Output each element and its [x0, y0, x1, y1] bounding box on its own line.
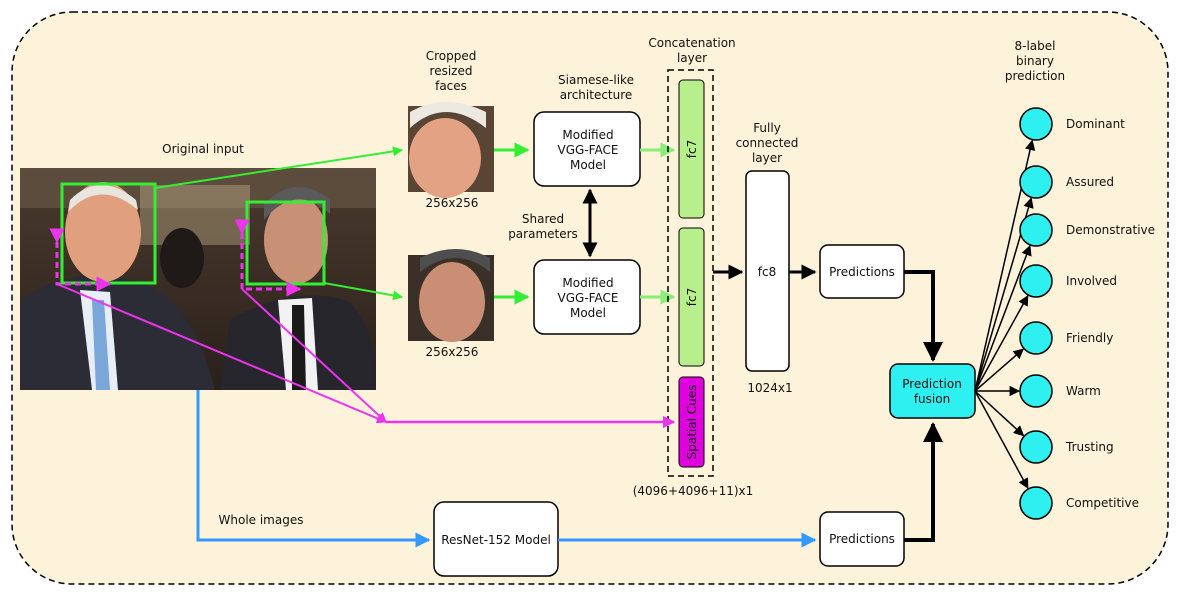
resnet-label: ResNet-152 Model: [441, 533, 551, 547]
fc7-block-top: [678, 79, 705, 219]
fc-label-1: Fully: [753, 121, 781, 135]
output-arrow: [974, 244, 1032, 392]
cropped-label-1: Cropped: [426, 49, 477, 63]
vgg-bottom-line-2: VGG-FACE: [558, 291, 619, 305]
arrow-spatial-left: [56, 283, 387, 424]
arrow-spatial-right: [241, 288, 387, 423]
output-label: Dominant: [1066, 117, 1125, 131]
vgg-bottom-line-1: Modified: [562, 276, 613, 290]
output-nodes: DominantAssuredDemonstrativeInvolvedFrie…: [974, 107, 1155, 520]
original-input-label: Original input: [162, 142, 244, 156]
spatial-cues-block: [678, 376, 705, 468]
predictions-top-label: Predictions: [829, 265, 895, 279]
vgg-bottom-line-3: Model: [570, 306, 606, 320]
output-label: Friendly: [1066, 331, 1113, 345]
arrow-predictions-top-to-fusion: [904, 270, 943, 362]
concat-dim-label: (4096+4096+11)x1: [633, 484, 754, 498]
fc8-dim-label: 1024x1: [747, 381, 792, 395]
fc-label-3: layer: [752, 151, 782, 165]
eight-label-3: prediction: [1005, 69, 1065, 83]
output-arrow: [974, 294, 1029, 392]
output-node: [1019, 165, 1053, 199]
fusion-line-1: Prediction: [902, 377, 962, 391]
output-arrow: [974, 390, 1029, 489]
prediction-fusion-box: [889, 363, 976, 419]
shared-label-1: Shared: [522, 212, 564, 226]
arrow-whole-image-path: [196, 390, 431, 548]
fc7-bottom-label: fc7: [685, 288, 699, 306]
siamese-label-1: Siamese-like: [558, 73, 634, 87]
eight-label-2: binary: [1016, 54, 1054, 68]
arrow-predictions-bottom-to-fusion: [904, 422, 943, 542]
output-node: [1019, 486, 1053, 520]
output-label: Competitive: [1066, 496, 1139, 510]
output-label: Involved: [1066, 274, 1117, 288]
vgg-top-line-3: Model: [570, 158, 606, 172]
arrow-face-left-to-crop: [154, 146, 403, 189]
fc7-block-bottom: [678, 227, 705, 367]
fc8-label: fc8: [758, 265, 776, 279]
output-label: Trusting: [1065, 440, 1114, 454]
output-label: Assured: [1066, 175, 1114, 189]
output-node: [1019, 107, 1053, 141]
arrow-face-right-to-crop: [323, 282, 403, 301]
output-node: [1019, 213, 1053, 247]
concat-label-1: Concatenation: [648, 36, 735, 50]
siamese-label-2: architecture: [560, 88, 633, 102]
cropped-face-top: [408, 102, 494, 198]
vgg-top-line-1: Modified: [562, 128, 613, 142]
whole-images-label: Whole images: [219, 513, 304, 527]
spatial-cues-label: Spatial Cues: [685, 385, 699, 460]
concat-label-2: layer: [677, 51, 707, 65]
size-label-bottom: 256x256: [426, 345, 479, 359]
output-label: Demonstrative: [1066, 223, 1155, 237]
output-node: [1019, 430, 1053, 464]
concatenation-layer: [667, 69, 714, 477]
eight-label-1: 8-label: [1015, 39, 1056, 53]
output-arrow: [974, 390, 1025, 437]
cropped-label-3: faces: [435, 79, 467, 93]
predictions-bottom-label: Predictions: [829, 532, 895, 546]
output-node: [1019, 374, 1053, 408]
output-node: [1019, 264, 1053, 298]
cropped-face-bottom: [408, 249, 494, 342]
shared-label-2: parameters: [508, 227, 578, 241]
fc7-top-label: fc7: [685, 140, 699, 158]
output-node: [1019, 321, 1053, 355]
vgg-top-line-2: VGG-FACE: [558, 143, 619, 157]
cropped-label-2: resized: [430, 64, 473, 78]
output-arrow: [974, 348, 1024, 392]
fc-label-2: connected: [736, 136, 799, 150]
output-label: Warm: [1066, 384, 1101, 398]
size-label-top: 256x256: [426, 196, 479, 210]
fusion-line-2: fusion: [914, 392, 950, 406]
